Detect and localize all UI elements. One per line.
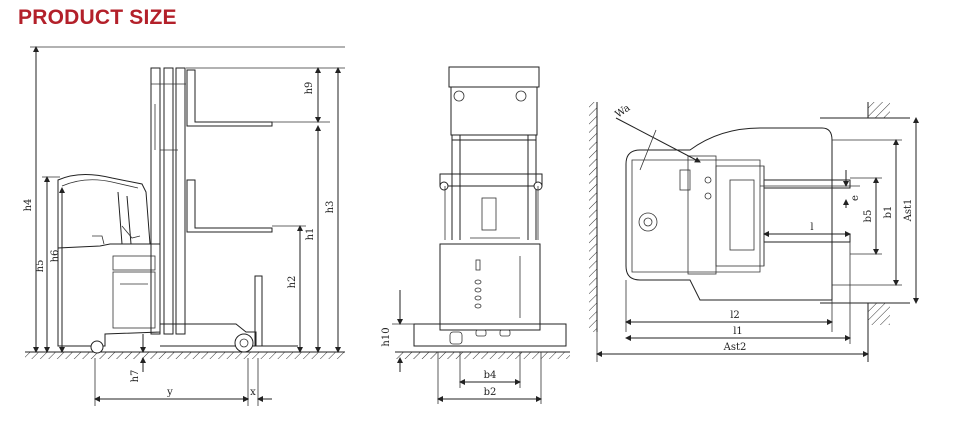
- truck-front: [413, 66, 567, 347]
- h10-label: h10: [381, 327, 392, 346]
- b2-label: b2: [484, 387, 497, 398]
- b4-label: b4: [484, 370, 497, 381]
- l-label: l: [810, 222, 813, 233]
- ground-hatch: [25, 352, 345, 359]
- rack-bottom: [868, 303, 890, 325]
- e-label: e: [850, 195, 861, 201]
- x-label: x: [250, 387, 256, 398]
- h6-label: h6: [50, 250, 61, 263]
- ast1-label: Ast1: [903, 199, 914, 223]
- h3-label: h3: [325, 201, 336, 214]
- page-title: PRODUCT SIZE: [18, 6, 177, 29]
- h5-label: h5: [35, 260, 46, 273]
- rack-top: [868, 102, 890, 118]
- b1-label: b1: [883, 206, 894, 219]
- front-view: h10 b4 b2: [381, 66, 570, 404]
- h7-label: h7: [130, 370, 141, 383]
- ast2-label: Ast2: [723, 342, 747, 353]
- top-view: Wa e b5 b1 Ast1 l l2 l1 Ast2: [589, 102, 919, 362]
- b5-label: b5: [863, 210, 874, 223]
- top-dimensions: [596, 117, 919, 362]
- h1-label: h1: [305, 228, 316, 241]
- y-label: y: [166, 387, 173, 398]
- left-wall: [589, 102, 597, 332]
- truck-side: [57, 67, 298, 354]
- h9-label: h9: [304, 82, 315, 95]
- h2-label: h2: [287, 276, 298, 289]
- h4-label: h4: [23, 199, 34, 212]
- l1-label: l1: [733, 326, 743, 337]
- side-dimensions: [30, 46, 345, 406]
- ground-hatch: [395, 352, 570, 359]
- side-view: h4 h5 h6 h9 h3 h1 h2 h7 y x: [23, 46, 345, 406]
- truck-top: [625, 127, 851, 301]
- l2-label: l2: [730, 310, 740, 321]
- front-dimensions: [392, 290, 542, 404]
